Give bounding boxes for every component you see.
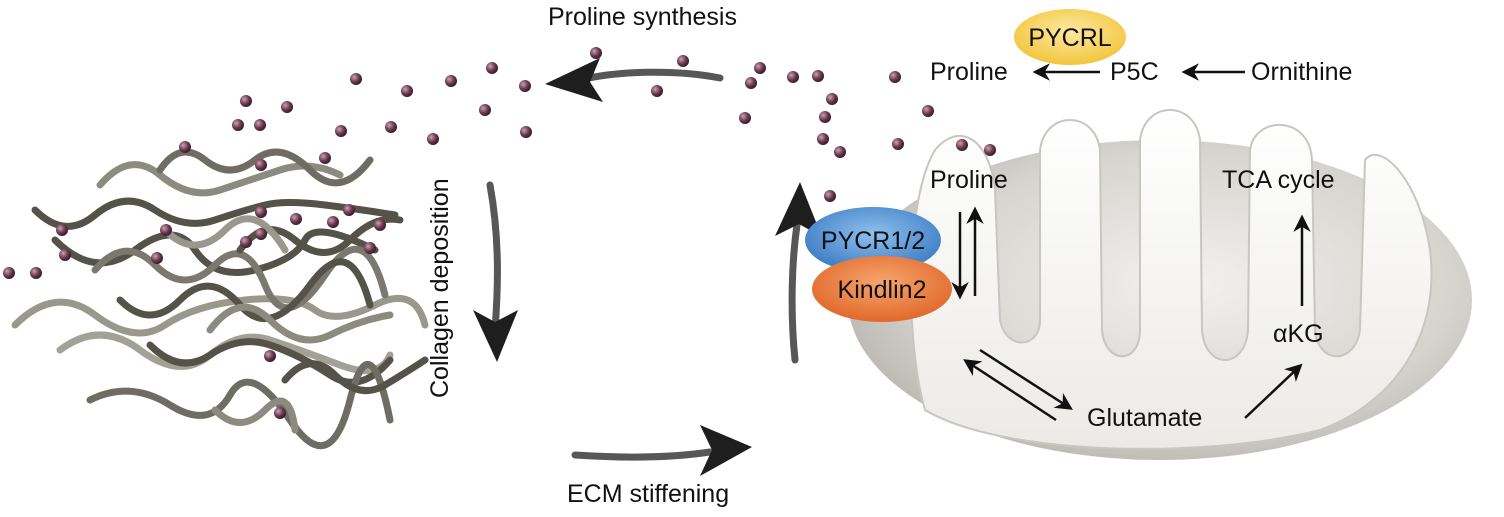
ecm-stiffening-arrowhead	[700, 425, 752, 476]
enzymes: PYCRL PYCR1/2 Kindlin2	[805, 9, 1126, 322]
kindlin-enzyme	[812, 256, 952, 322]
proline-synthesis-arrowhead	[545, 58, 603, 102]
ecm-stiffening-label: ECM stiffening	[567, 480, 730, 508]
pycrl-label: PYCRL	[1028, 24, 1111, 52]
arrow-proline-to-glutamate	[979, 348, 1073, 410]
tca-cycle-label: TCA cycle	[1222, 166, 1335, 194]
proline-synthesis-label: Proline synthesis	[548, 3, 737, 31]
cycle-arrows	[473, 58, 822, 476]
ornithine-label: Ornithine	[1251, 58, 1353, 86]
pycr-label: PYCR1/2	[821, 227, 925, 255]
collagen-fibers	[11, 148, 429, 450]
collagen-deposition-label: Collagen deposition	[426, 178, 454, 398]
collagen-deposition-arrowhead	[473, 310, 518, 362]
akg-label: αKG	[1273, 320, 1324, 348]
glutamate-label: Glutamate	[1087, 404, 1203, 432]
reaction-arrows	[951, 63, 1311, 422]
proline-molecules	[3, 47, 996, 419]
upward-arrowhead	[775, 182, 822, 237]
arrow-glutamate-to-proline	[963, 359, 1057, 422]
p5c-label: P5C	[1110, 58, 1159, 86]
mito-proline-label: Proline	[930, 166, 1008, 194]
cytosol-proline-label: Proline	[930, 58, 1008, 86]
ecm-stiffening-arrow	[571, 448, 714, 461]
arrow-glutamate-to-akg	[1244, 363, 1303, 419]
pycr-enzyme	[805, 207, 941, 273]
upward-arrow	[788, 221, 801, 364]
collagen-deposition-arrow	[486, 181, 501, 334]
pycrl-enzyme	[1014, 9, 1126, 65]
kindlin-label: Kindlin2	[838, 276, 927, 304]
proline-synthesis-arrow	[576, 68, 724, 84]
